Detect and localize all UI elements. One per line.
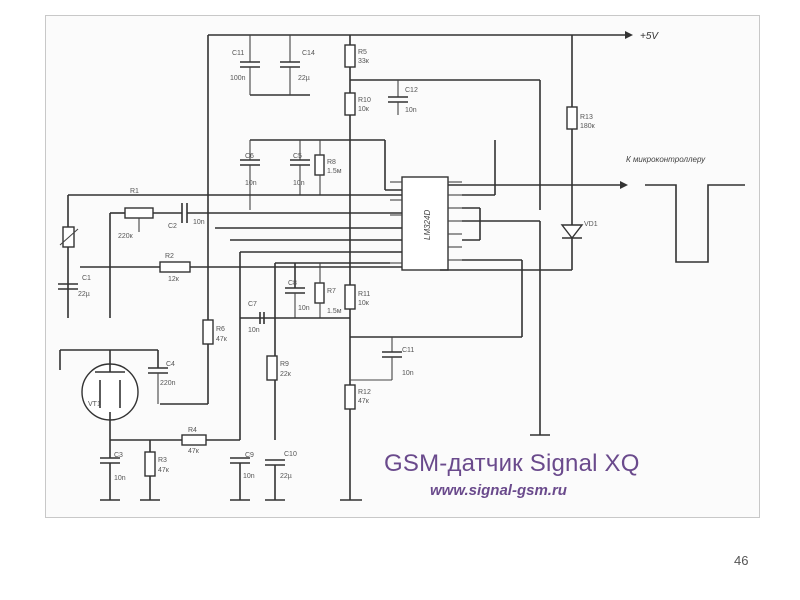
svg-text:47к: 47к	[216, 336, 228, 343]
transistor-vt1: VT1	[59, 349, 159, 440]
svg-text:VD1: VD1	[584, 221, 598, 228]
resistor-r5: R5 33к	[344, 44, 370, 68]
svg-text:R10: R10	[358, 97, 371, 104]
svg-text:C8: C8	[288, 280, 297, 287]
svg-text:1.5м: 1.5м	[327, 308, 342, 315]
svg-text:R7: R7	[327, 288, 336, 295]
resistor-r6: R6 47к	[160, 318, 228, 405]
schematic-url[interactable]: www.signal-gsm.ru	[430, 482, 567, 499]
capacitor-c11-lower: C11 10n	[350, 337, 414, 381]
svg-text:R9: R9	[280, 361, 289, 368]
sensor-element: C1 22µ	[58, 226, 91, 298]
svg-text:R2: R2	[165, 253, 174, 260]
svg-text:10к: 10к	[358, 300, 370, 307]
svg-text:10n: 10n	[245, 180, 257, 187]
resistor-r12: R12 47к	[344, 384, 371, 410]
svg-text:1.5м: 1.5м	[327, 168, 342, 175]
svg-text:220к: 220к	[118, 233, 134, 240]
schematic-title: GSM-датчик Signal XQ	[384, 450, 640, 477]
svg-text:R3: R3	[158, 457, 167, 464]
svg-text:47к: 47к	[158, 467, 170, 474]
svg-text:C11: C11	[232, 50, 244, 57]
svg-text:C4: C4	[166, 361, 175, 368]
svg-text:10n: 10n	[402, 370, 414, 377]
svg-text:C7: C7	[248, 301, 257, 308]
svg-text:R8: R8	[327, 159, 336, 166]
supply-label: +5V	[640, 31, 659, 42]
svg-text:R11: R11	[358, 291, 370, 298]
svg-text:22µ: 22µ	[280, 473, 292, 480]
svg-text:22µ: 22µ	[298, 75, 310, 82]
svg-text:C2: C2	[168, 223, 177, 230]
output-label: К микроконтроллеру	[626, 155, 706, 164]
supply-rail: +5V	[208, 31, 659, 42]
page-number: 46	[734, 553, 749, 568]
svg-text:47к: 47к	[358, 398, 370, 405]
resistor-r13: R13 180к	[566, 106, 596, 130]
resistor-r11: R11 10к	[344, 284, 370, 310]
resistor-r9: R9 22к	[266, 355, 292, 381]
svg-text:LM324D: LM324D	[423, 210, 432, 240]
svg-text:10n: 10n	[293, 180, 305, 187]
svg-text:220n: 220n	[160, 380, 176, 387]
svg-text:C5: C5	[293, 153, 302, 160]
svg-text:C14: C14	[302, 50, 315, 57]
svg-text:C1: C1	[82, 275, 91, 282]
capacitor-c14: C14 22µ	[280, 35, 315, 95]
svg-text:180к: 180к	[580, 123, 596, 130]
svg-text:47к: 47к	[188, 448, 200, 455]
svg-text:R13: R13	[580, 114, 593, 121]
svg-text:10n: 10n	[193, 219, 205, 226]
bottom-network: R4 47к R3 47к C3 10n C9 10n C10 22µ	[100, 427, 297, 501]
svg-text:C9: C9	[245, 452, 254, 459]
ic-output-wiring	[350, 140, 628, 436]
svg-text:22к: 22к	[280, 371, 292, 378]
svg-text:10к: 10к	[358, 106, 370, 113]
svg-text:12к: 12к	[168, 276, 180, 283]
svg-text:C12: C12	[405, 87, 418, 94]
svg-text:R12: R12	[358, 389, 371, 396]
capacitor-c12: C12 10n	[388, 80, 418, 115]
svg-text:R5: R5	[358, 49, 367, 56]
svg-text:R4: R4	[188, 427, 197, 434]
input-network: R1 220к C2 10n	[67, 188, 402, 318]
svg-text:10n: 10n	[298, 305, 310, 312]
resistor-r2: R2 12к	[80, 253, 402, 283]
svg-text:10n: 10n	[248, 327, 260, 334]
diode-vd1: VD1	[560, 221, 598, 240]
svg-text:22µ: 22µ	[78, 291, 90, 298]
svg-text:C11: C11	[402, 347, 414, 354]
svg-text:C3: C3	[114, 452, 123, 459]
capacitor-c11: C11 100n	[230, 35, 260, 95]
svg-text:C10: C10	[284, 451, 297, 458]
capacitor-c4: C4 220n	[148, 361, 176, 404]
resistor-r10: R10 10к	[344, 92, 371, 116]
svg-text:R1: R1	[130, 188, 139, 195]
svg-text:VT1: VT1	[88, 401, 101, 408]
svg-text:C6: C6	[245, 153, 254, 160]
svg-text:33к: 33к	[358, 58, 370, 65]
svg-text:R6: R6	[216, 326, 225, 333]
ic-input-wiring	[215, 227, 402, 440]
svg-text:10n: 10n	[243, 473, 255, 480]
feedback-network-upper: C6 10n C5 10n R8 1.5м	[240, 139, 402, 210]
svg-text:10n: 10n	[405, 107, 417, 114]
svg-text:100n: 100n	[230, 75, 246, 82]
ic-lm324d: LM324D	[390, 176, 462, 271]
output-waveform: К микроконтроллеру	[626, 155, 745, 263]
svg-text:10n: 10n	[114, 475, 126, 482]
feedback-network-lower: C8 10n R7 1.5м C7 10n	[240, 263, 350, 334]
